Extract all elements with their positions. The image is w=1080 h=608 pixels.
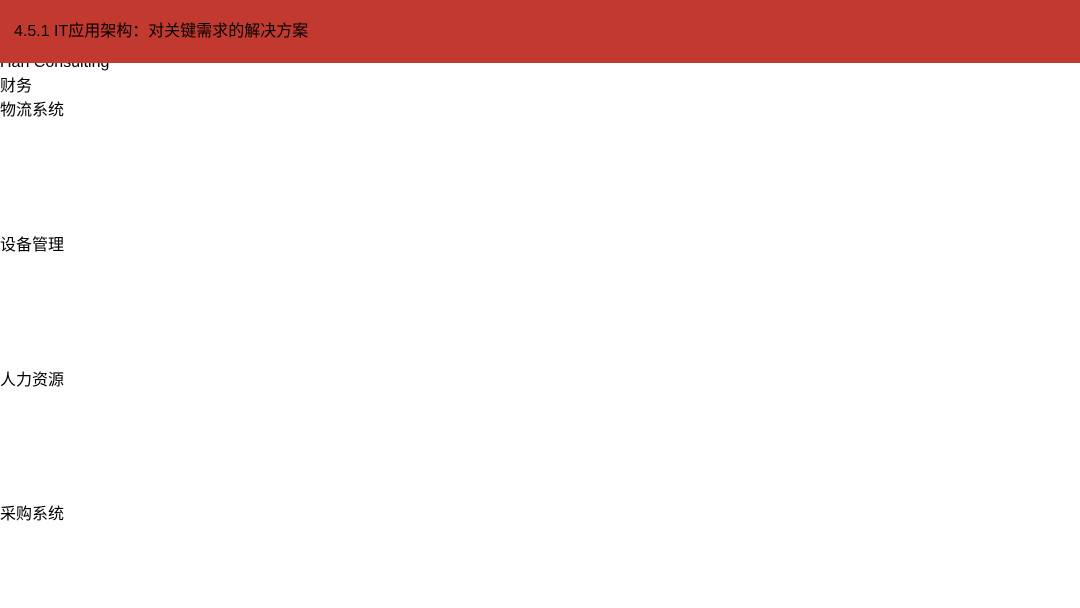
page-title: 4.5.1 IT应用架构：对关键需求的解决方案 <box>14 23 309 40</box>
system-hr-title: 人力资源 <box>0 372 65 389</box>
system-purchasing: 采购系统 <box>0 500 253 608</box>
system-purchasing-title: 采购系统 <box>0 506 65 523</box>
system-equipment-title: 设备管理 <box>0 237 65 254</box>
finance-label: 财务 <box>0 78 33 95</box>
system-logistics: 物流系统 <box>0 96 253 231</box>
system-logistics-title: 物流系统 <box>0 102 65 119</box>
title-banner: 4.5.1 IT应用架构：对关键需求的解决方案 <box>0 0 1080 63</box>
system-equipment: 设备管理 <box>0 231 253 366</box>
system-hr: 人力资源 <box>0 366 253 500</box>
